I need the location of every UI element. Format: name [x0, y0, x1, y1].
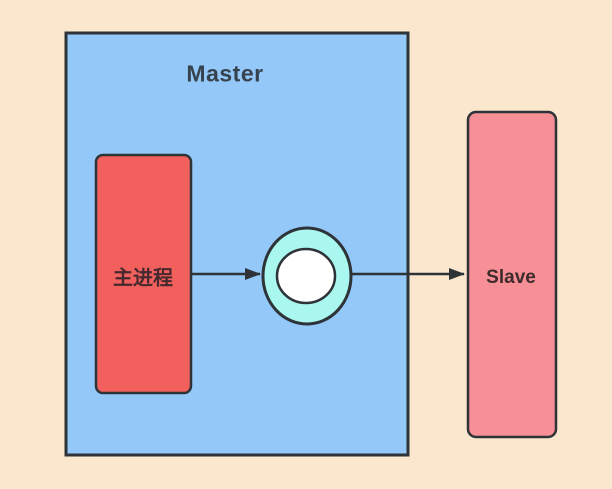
master-label: Master [186, 60, 264, 87]
main-process-label: 主进程 [113, 267, 173, 290]
slave-label: Slave [486, 267, 536, 288]
connector-core [275, 247, 337, 305]
slave-box [466, 110, 558, 439]
